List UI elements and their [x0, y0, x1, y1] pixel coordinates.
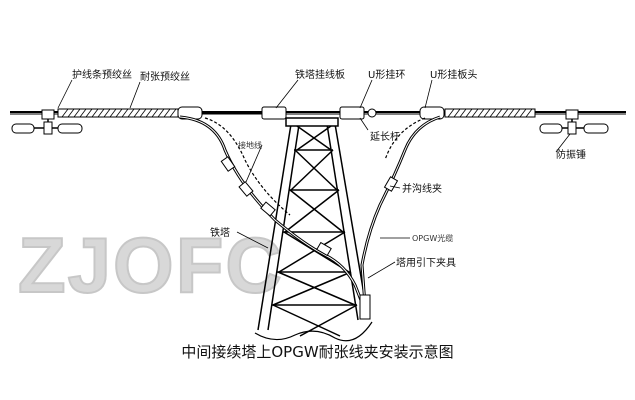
label-tension-clamp: 耐张预绞丝: [140, 70, 190, 83]
left-preformed-rods: [57, 108, 179, 118]
label-protective-rod: 护线条预绞丝: [72, 68, 132, 81]
label-extension-rod: 延长杆: [370, 131, 400, 143]
left-tension-clamp: [177, 106, 287, 120]
label-opgw-cable: OPGW光缆: [412, 233, 453, 243]
diagram-caption: 中间接续塔上OPGW耐张线夹安装示意图: [181, 343, 454, 361]
label-tower: 铁塔: [210, 226, 230, 239]
label-u-clevis: U形挂板头: [430, 68, 477, 81]
leader-lines: [57, 79, 571, 279]
label-down-lead-clamp: 塔用引下夹具: [396, 256, 456, 269]
watermark: ZJOFC: [18, 221, 284, 309]
left-damper: [11, 109, 83, 135]
right-preformed-rods: [444, 108, 536, 118]
label-damper: 防振锤: [556, 148, 586, 161]
label-parallel-clamp: 并沟线夹: [402, 182, 442, 195]
label-u-shackle: U形挂环: [368, 68, 405, 81]
tower: [254, 117, 373, 342]
right-tension-clamp: [339, 106, 445, 120]
right-damper: [539, 109, 609, 135]
label-tower-connector: 铁塔挂线板: [295, 68, 345, 81]
down-lead-clamps: [220, 156, 399, 320]
label-ground-wire: 接地线: [238, 140, 262, 150]
